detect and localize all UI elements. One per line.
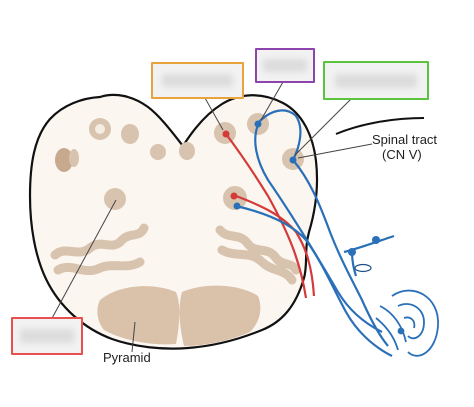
marker-ambiguus-red — [230, 192, 238, 200]
olive-left — [50, 223, 149, 276]
surface-arc — [335, 117, 425, 135]
leader-orange — [204, 97, 224, 131]
olivary-nuclei — [50, 223, 301, 285]
leader-red — [49, 199, 117, 323]
label-pyramid: Pyramid — [103, 350, 151, 365]
ganglion-b — [348, 248, 356, 256]
nucleus-left-b — [150, 144, 166, 160]
label-spinal-tract-line1: Spinal tract — [372, 132, 438, 147]
leader-purple — [260, 81, 284, 121]
nucleus-left-a — [121, 124, 139, 144]
answer-box-red[interactable] — [11, 317, 83, 355]
answer-box-green[interactable] — [323, 61, 429, 100]
marker-solitary-red — [222, 130, 230, 138]
answer-placeholder — [161, 73, 234, 88]
nucleus-far-left — [55, 148, 73, 172]
nucleus-markers — [222, 120, 297, 210]
answer-box-purple[interactable] — [255, 48, 315, 83]
answer-placeholder — [335, 73, 417, 88]
label-spinal-tract-line2: (CN V) — [382, 147, 422, 162]
label-spinal-tract: Spinal tract (CN V) — [372, 132, 472, 162]
ear — [375, 289, 439, 357]
marker-vestibular-blue — [254, 120, 262, 128]
pyramids — [97, 285, 261, 346]
answer-placeholder — [262, 59, 308, 72]
leader-pyramid — [131, 321, 136, 353]
marker-spinal-blue — [289, 156, 297, 164]
leader-lines — [49, 81, 373, 353]
ear-dot — [397, 327, 405, 335]
pyramid-left — [97, 286, 180, 345]
ganglion-a — [372, 236, 380, 244]
sensory-pathways — [235, 109, 395, 357]
marker-ambiguus-blue — [233, 202, 241, 210]
nuclei — [55, 113, 304, 210]
leader-spinal-tract — [297, 143, 373, 159]
pyramid-right — [179, 285, 261, 346]
medulla-section — [28, 93, 319, 350]
leader-green — [294, 97, 353, 156]
nucleus-midline — [179, 142, 195, 160]
olive-right — [215, 225, 301, 285]
nerve-ring — [354, 263, 372, 273]
answer-placeholder — [19, 329, 75, 343]
nucleus-ambiguus-left — [104, 188, 126, 210]
answer-box-orange[interactable] — [151, 62, 244, 99]
